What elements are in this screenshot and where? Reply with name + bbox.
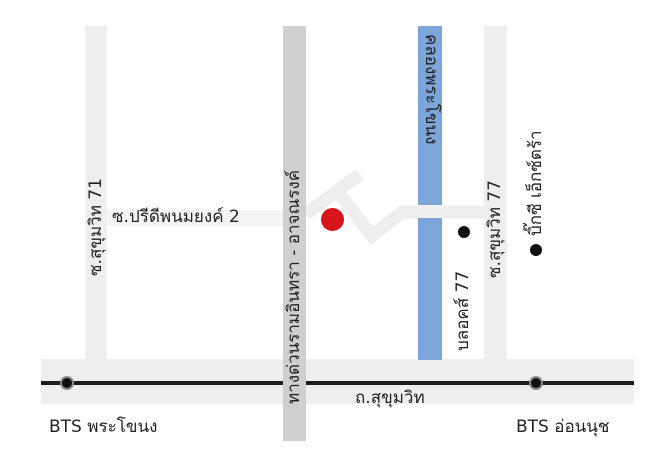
soi-71-road [85, 26, 107, 360]
soi-77-road [484, 26, 507, 360]
soi-pridi-label: ซ.ปรีดีพนมยงค์ 2 [112, 207, 240, 227]
blocs-77-label: บลอคส์ 77 [453, 270, 473, 351]
bts-on-nut-station-icon [529, 376, 543, 390]
bts-on-nut-label: BTS อ่อนนุช [516, 417, 610, 437]
sukhumvit-road-label: ถ.สุขุมวิท [355, 388, 425, 408]
canal-upper [418, 26, 442, 205]
soi-77-label: ซ.สุขุมวิท 77 [485, 180, 505, 278]
canal-label: คลองพระโขนง [421, 34, 441, 145]
bts-line-east [306, 381, 634, 385]
bts-phra-khanong-station-icon [60, 376, 74, 390]
canal-lower [418, 218, 442, 360]
big-c-extra-label: บิ๊กซี เอ็กซ์ตร้า [526, 130, 546, 236]
expressway-label: ทางด่วนรามอินทรา - อาจณรงค์ [284, 169, 304, 404]
soi-pridi-road [107, 210, 283, 226]
destination-marker-icon[interactable] [321, 208, 344, 231]
big-c-extra-dot-icon [530, 244, 542, 256]
soi-71-label: ซ.สุขุมวิท 71 [86, 178, 106, 276]
expressway-road [283, 26, 306, 441]
blocs-77-dot-icon [458, 226, 470, 238]
bts-line-west [41, 381, 283, 385]
bts-phra-khanong-label: BTS พระโขนง [49, 417, 158, 437]
